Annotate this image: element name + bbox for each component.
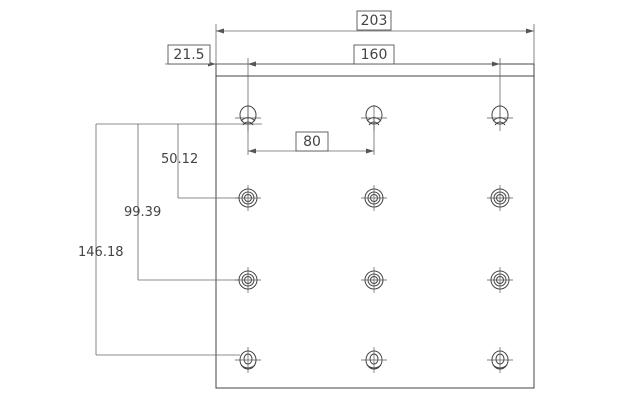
mounting-hole [361,347,387,373]
mounting-hole [487,267,513,293]
mounting-hole [235,267,261,293]
mounting-hole [235,185,261,211]
dimension-row2-offset: 50.12 [161,124,240,199]
dimension-edge-offset-label: 21.5 [173,47,204,63]
dimension-row3-offset: 99.39 [124,124,240,281]
mounting-hole [235,347,261,373]
dimension-overall-width: 203 [215,10,535,64]
mounting-hole [361,185,387,211]
plate-outline [215,63,535,389]
dimension-hole-pitch-label: 80 [303,134,321,150]
dimension-overall-width-label: 203 [361,13,388,29]
hole-grid [235,105,513,373]
dimension-hole-span-label: 160 [361,47,388,63]
mounting-hole [361,267,387,293]
mounting-hole [361,105,387,131]
dimension-row3-offset-label: 99.39 [124,205,161,220]
dimension-row4-offset-label: 146.18 [78,245,124,260]
dimension-row2-offset-label: 50.12 [161,152,198,167]
dimension-hole-pitch: 80 [247,118,375,155]
mounting-hole [487,105,513,131]
dimension-hole-span: 160 [248,44,501,118]
mounting-hole [487,347,513,373]
dimension-edge-offset: 21.5 [165,44,256,118]
mounting-hole [487,185,513,211]
dimension-row4-offset: 146.18 [78,124,240,356]
mounting-hole [235,105,261,131]
